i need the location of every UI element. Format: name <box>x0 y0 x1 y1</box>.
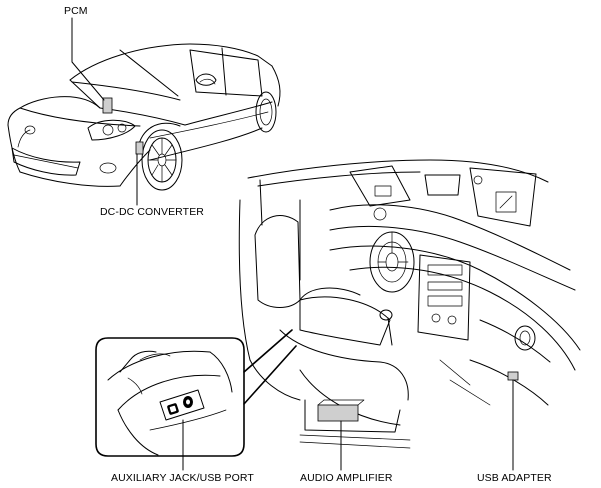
audio-amplifier-label: AUDIO AMPLIFIER <box>300 472 393 484</box>
auxiliary-jack-usb-port-label: AUXILIARY JACK/USB PORT <box>111 472 254 484</box>
aux-jack-inset <box>95 329 297 457</box>
car-exterior-drawing <box>7 43 281 191</box>
car-interior-drawing <box>238 159 581 449</box>
usb-adapter-label: USB ADAPTER <box>477 472 552 484</box>
pcm-leader-line <box>71 17 105 101</box>
pcm-label: PCM <box>64 5 88 17</box>
dcdc-converter-label: DC-DC CONVERTER <box>100 206 204 218</box>
